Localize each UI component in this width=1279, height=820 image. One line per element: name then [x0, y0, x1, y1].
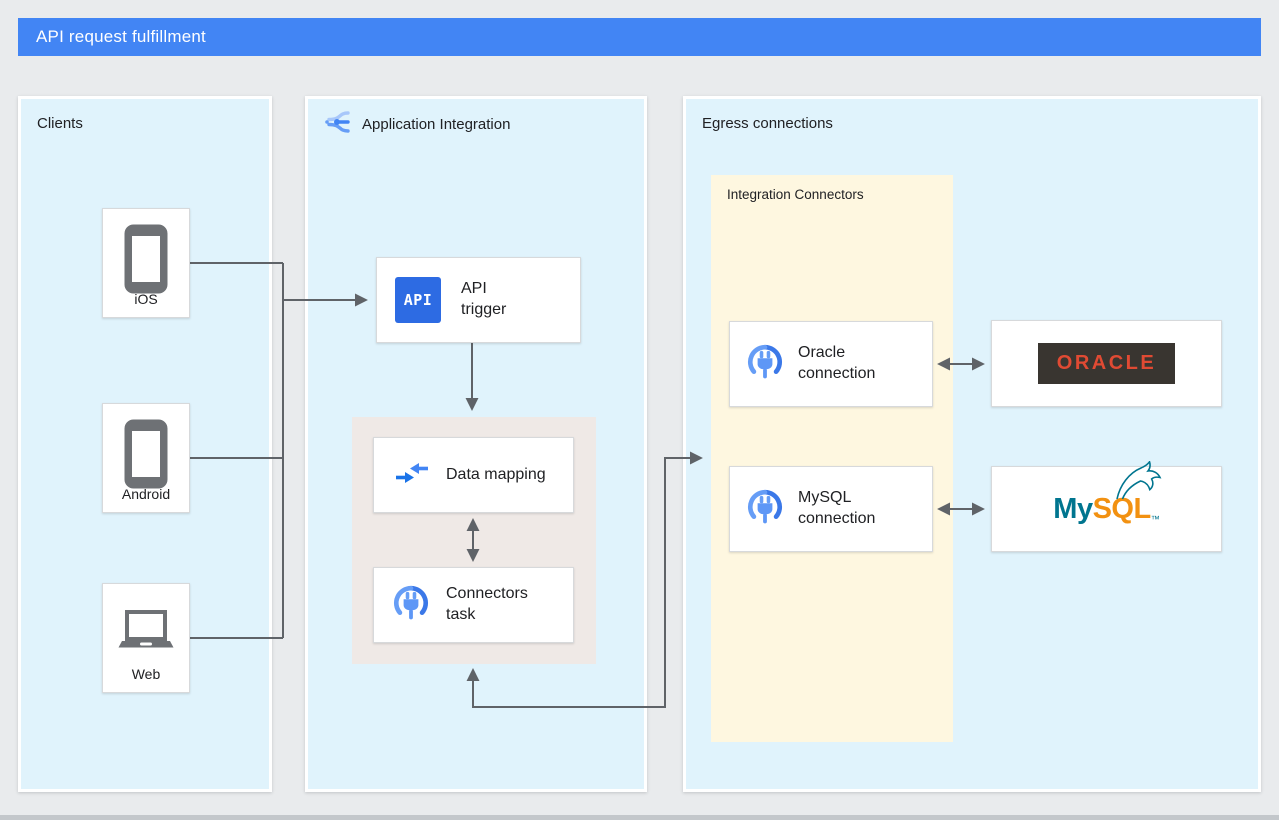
- connectors-task-label: Connectors task: [446, 585, 528, 623]
- integration-connector-icon: [746, 343, 784, 386]
- diagram-title-bar: API request fulfillment: [18, 18, 1261, 56]
- api-trigger-icon: API: [395, 277, 441, 323]
- client-node-ios: iOS: [102, 208, 190, 318]
- client-node-android: Android: [102, 403, 190, 513]
- client-label: Android: [121, 486, 171, 502]
- task-to-connectors-bidirectional-arrow: [466, 451, 703, 708]
- smartphone-icon: [103, 223, 189, 295]
- mysql-logo-sql: SQL: [1092, 492, 1152, 525]
- data-mapping-node: Data mapping: [373, 437, 574, 513]
- diagram-title: API request fulfillment: [36, 27, 206, 46]
- mysql-logo-trademark: ™: [1150, 513, 1160, 524]
- mysql-connection-label: MySQL connection: [798, 489, 876, 527]
- integration-connector-icon: [392, 584, 430, 627]
- oracle-connection-label: Oracle connection: [798, 344, 876, 382]
- smartphone-icon: [103, 418, 189, 490]
- mysql-connection-node: MySQL connection: [729, 466, 933, 552]
- integration-connectors-title: Integration Connectors: [727, 187, 864, 202]
- client-node-web: Web: [102, 583, 190, 693]
- egress-panel-title: Egress connections: [702, 115, 833, 132]
- data-mapping-label: Data mapping: [446, 465, 546, 483]
- api-trigger-label: API trigger: [461, 280, 507, 318]
- application-integration-title: Application Integration: [362, 116, 511, 133]
- data-mapping-icon: [394, 460, 430, 491]
- oracle-logo-text: ORACLE: [1056, 352, 1157, 374]
- oracle-connection-node: Oracle connection: [729, 321, 933, 407]
- integration-connectors-group: Integration Connectors: [711, 175, 953, 742]
- oracle-logo: ORACLE: [1038, 343, 1175, 384]
- connectors-task-node: Connectors task: [373, 567, 574, 643]
- oracle-database-node: ORACLE: [991, 320, 1222, 407]
- application-integration-icon: [321, 107, 351, 142]
- client-label: Web: [131, 666, 161, 682]
- mysql-logo: MySQL™: [1053, 459, 1162, 525]
- laptop-icon: [103, 610, 189, 652]
- client-label: iOS: [134, 291, 158, 307]
- window-bottom-edge: [0, 815, 1279, 820]
- mysql-logo-my: My: [1053, 492, 1093, 525]
- mysql-database-node: MySQL™: [991, 459, 1222, 552]
- integration-connector-icon: [746, 488, 784, 531]
- api-trigger-node: API API trigger: [376, 257, 581, 343]
- clients-merge-line: [190, 262, 284, 639]
- application-integration-header: Application Integration: [321, 107, 510, 142]
- clients-panel-title: Clients: [37, 115, 83, 132]
- mysql-dolphin-icon: [1111, 459, 1169, 505]
